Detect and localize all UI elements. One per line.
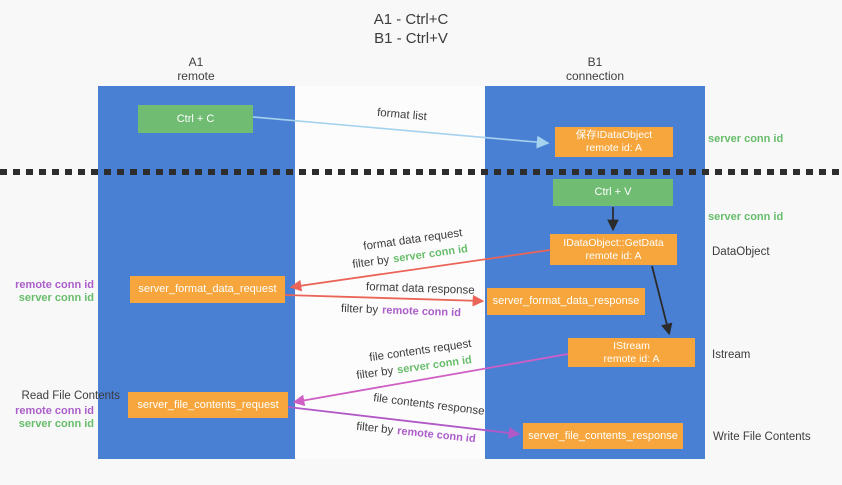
server-file-contents-response-label: server_file_contents_response — [528, 429, 678, 442]
separator-dashed-line — [0, 169, 842, 175]
dataobject-label: DataObject — [712, 246, 770, 258]
server-conn-id-label-format: server conn id — [18, 292, 94, 304]
remote-conn-id-label-format: remote conn id — [15, 279, 94, 291]
server-format-data-response-node: server_format_data_response — [487, 288, 645, 315]
save-idataobject-line2: remote id: A — [585, 142, 643, 154]
ctrl-v-node: Ctrl + V — [553, 179, 673, 206]
istream-line1: IStream — [613, 339, 650, 352]
getdata-line2: remote id: A — [585, 249, 642, 262]
istream-label: Istream — [712, 349, 751, 361]
column-a1-header: A1 remote — [136, 55, 256, 83]
filter-by-text: filter by — [340, 302, 379, 317]
title-line-1: A1 - Ctrl+C — [373, 11, 449, 28]
column-a1-subtitle: remote — [177, 69, 215, 83]
save-idataobject-line1: 保存IDataObject — [575, 129, 653, 141]
istream-line2: remote id: A — [603, 352, 660, 365]
ctrl-c-label: Ctrl + C — [176, 112, 215, 125]
remote-conn-id-label-file: remote conn id — [15, 405, 94, 417]
server-format-data-response-label: server_format_data_response — [492, 295, 640, 307]
write-file-contents-label: Write File Contents — [713, 431, 811, 443]
getdata-line1: IDataObject::GetData — [563, 236, 664, 249]
ctrl-v-label: Ctrl + V — [594, 186, 632, 198]
server-conn-id-label-file: server conn id — [18, 418, 94, 430]
diagram-title: A1 - Ctrl+C B1 - Ctrl+V — [291, 10, 531, 48]
server-file-contents-request-label: server_file_contents_request — [137, 398, 279, 411]
title-line-2: B1 - Ctrl+V — [374, 30, 448, 47]
server-conn-id-label-mid: server conn id — [708, 211, 784, 223]
ctrl-c-node: Ctrl + C — [138, 105, 253, 133]
server-format-data-request-label: server_format_data_request — [138, 283, 277, 295]
read-file-contents-label: Read File Contents — [21, 390, 120, 402]
save-idataobject-node: 保存IDataObject remote id: A — [555, 127, 673, 157]
column-b1-subtitle: connection — [565, 69, 625, 83]
server-format-data-request-node: server_format_data_request — [130, 276, 285, 303]
server-file-contents-response-node: server_file_contents_response — [523, 423, 683, 449]
column-b1-header: B1 connection — [535, 55, 655, 83]
istream-node: IStream remote id: A — [568, 338, 695, 367]
idataobject-getdata-node: IDataObject::GetData remote id: A — [550, 234, 677, 265]
server-file-contents-request-node: server_file_contents_request — [128, 392, 288, 418]
column-a1-name: A1 — [188, 55, 204, 69]
server-conn-id-label-top: server conn id — [708, 133, 784, 145]
column-b1-name: B1 — [587, 55, 603, 69]
